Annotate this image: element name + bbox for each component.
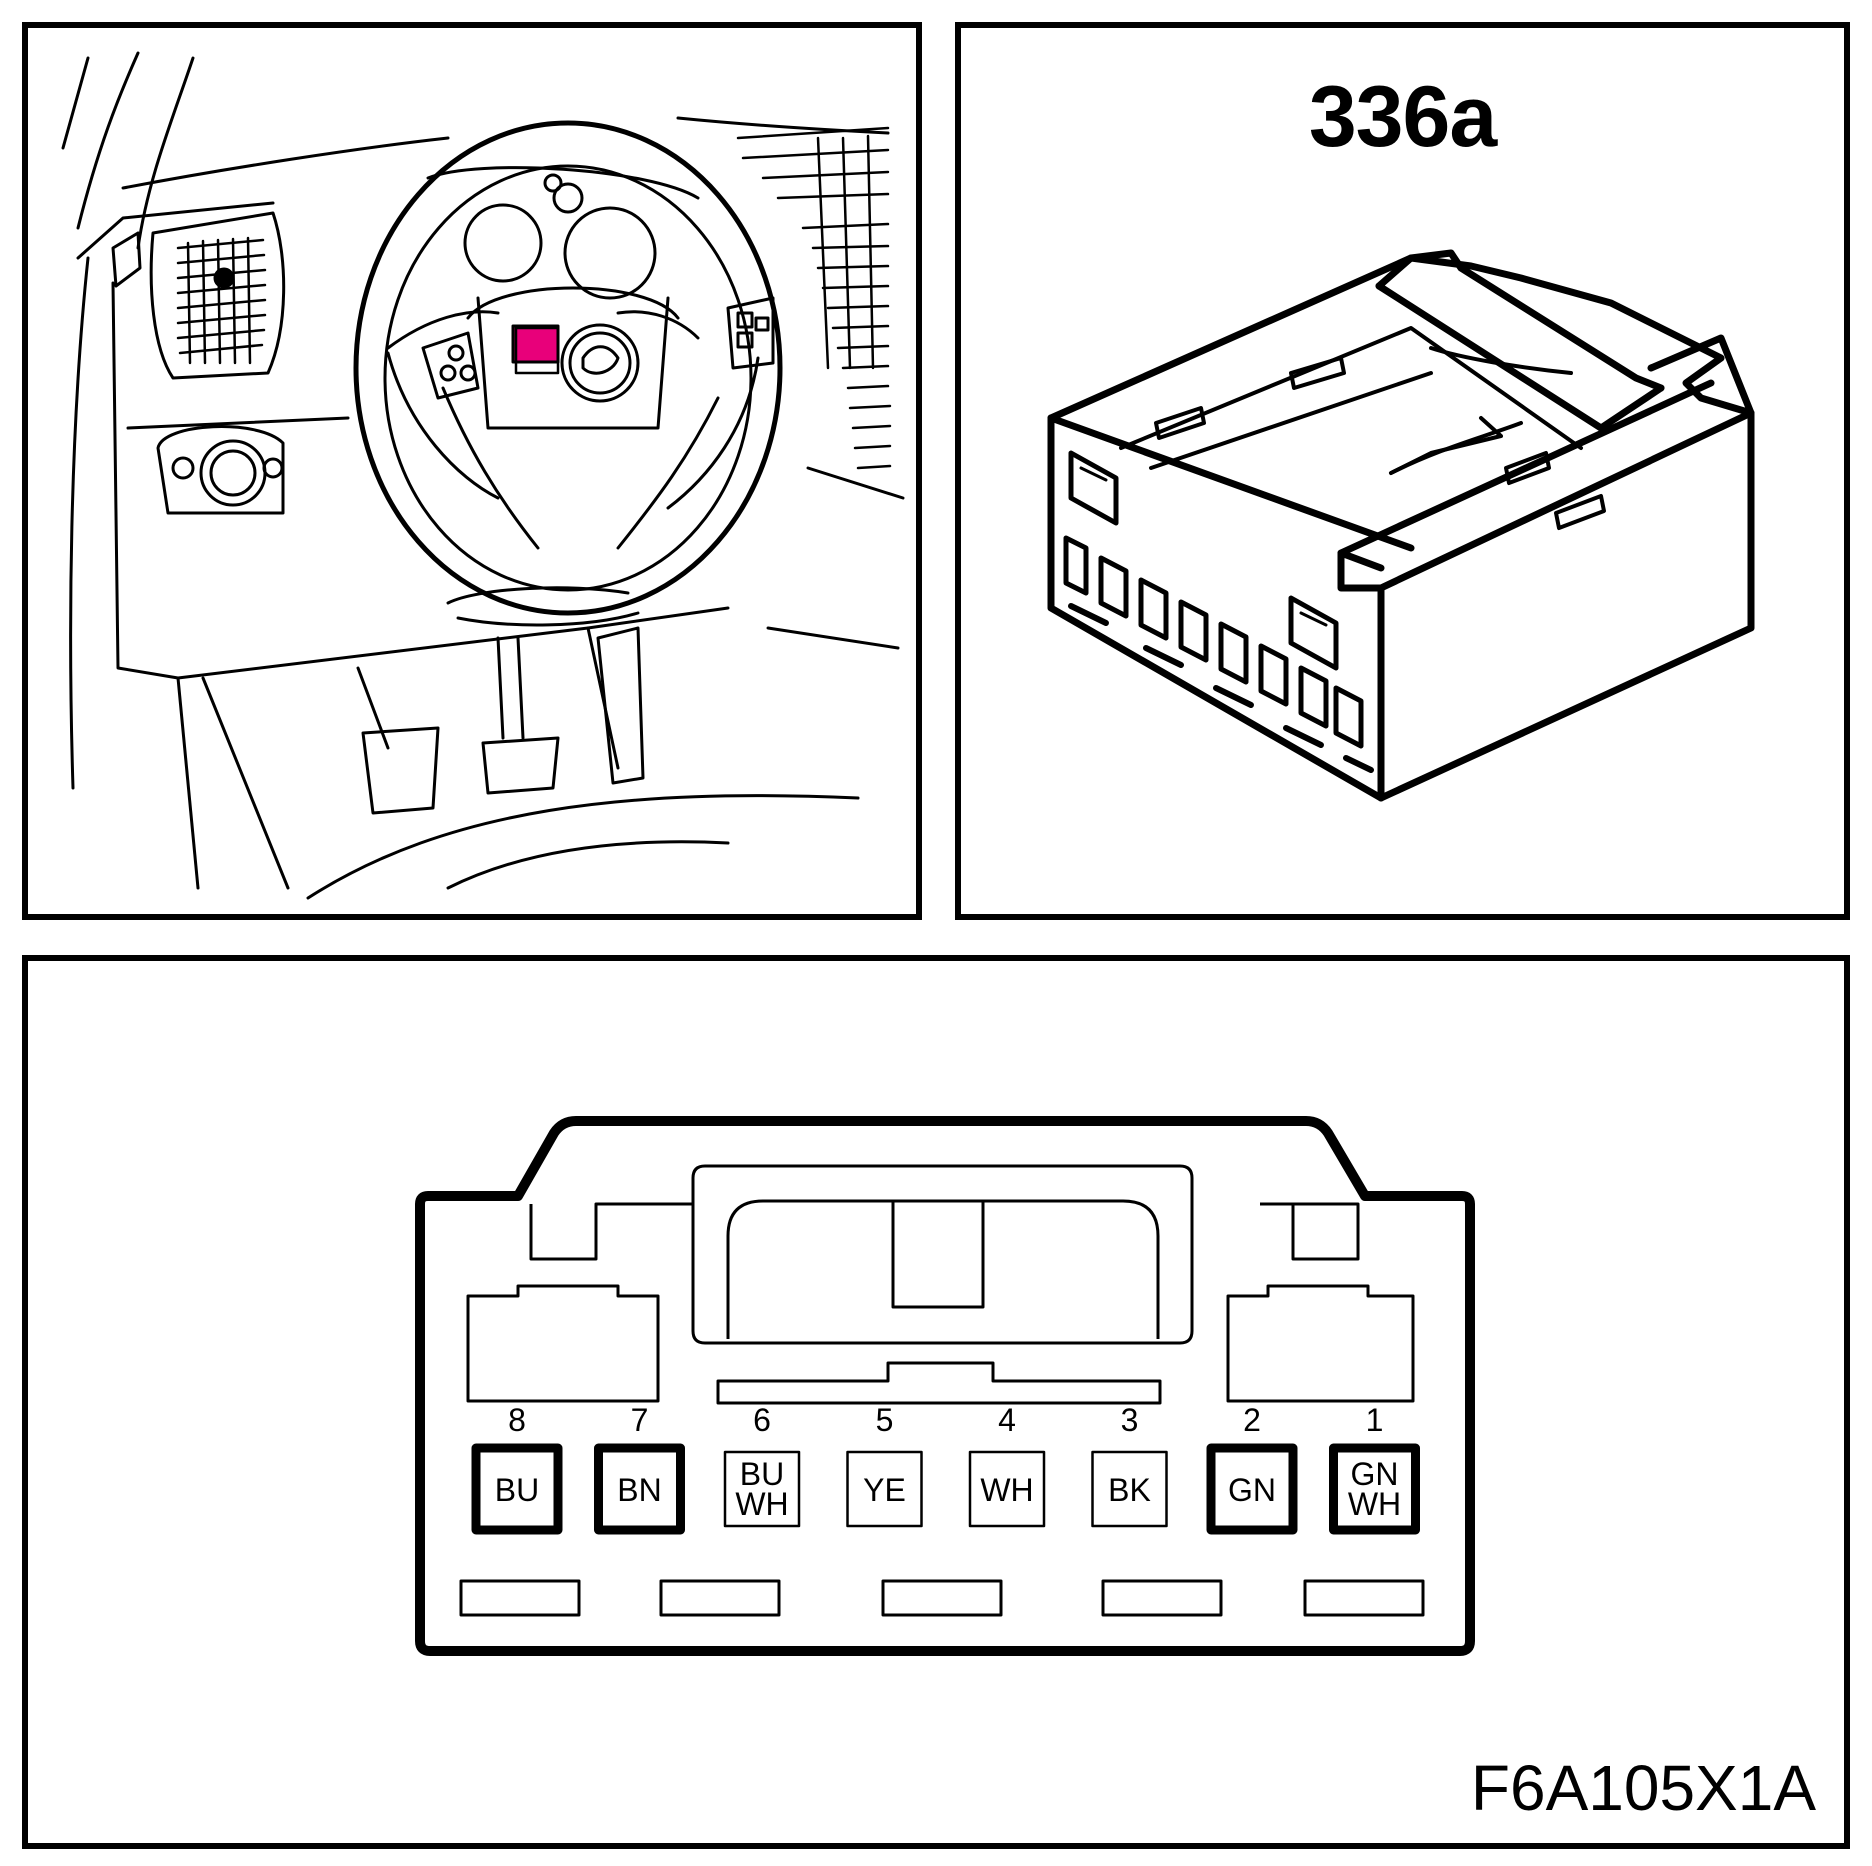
- pin-number: 5: [876, 1402, 894, 1438]
- pin-color-code: WH: [1348, 1486, 1401, 1522]
- pin-color-code: YE: [863, 1472, 906, 1508]
- pin-number: 8: [508, 1402, 526, 1438]
- pin-color-code: BN: [617, 1472, 661, 1508]
- pin-color-code: GN: [1228, 1472, 1276, 1508]
- pin-8: 8BU: [471, 1402, 563, 1535]
- pin-number: 2: [1243, 1402, 1261, 1438]
- dashboard-locator-drawing: [61, 51, 905, 900]
- pin-cavity: [1329, 1443, 1420, 1535]
- pin-number: 4: [998, 1402, 1016, 1438]
- pin-cavity: [471, 1443, 563, 1535]
- pin-cavity: [1091, 1450, 1168, 1528]
- pin-color-code: BK: [1108, 1472, 1151, 1508]
- pin-5: 5YE: [846, 1402, 923, 1528]
- pin-cavity: [968, 1450, 1046, 1528]
- pin-number: 1: [1366, 1402, 1384, 1438]
- pin-color-code: WH: [980, 1472, 1033, 1508]
- pin-color-code: BU: [495, 1472, 539, 1508]
- pin-number: 7: [631, 1402, 649, 1438]
- pin-cavity: [723, 1450, 801, 1528]
- pin-number: 6: [753, 1402, 771, 1438]
- pin-color-code: BU: [740, 1456, 784, 1492]
- pin-color-code: WH: [735, 1486, 788, 1522]
- pin-3: 3BK: [1091, 1402, 1168, 1528]
- figure-code: F6A105X1A: [1470, 1752, 1816, 1824]
- pin-cavity: [1206, 1443, 1298, 1535]
- pin-number: 3: [1121, 1402, 1139, 1438]
- pin-2: 2GN: [1206, 1402, 1298, 1535]
- connector-id: 336a: [1308, 69, 1497, 165]
- pin-7: 7BN: [594, 1402, 685, 1535]
- connector-location-marker: [511, 324, 560, 364]
- connector-3d-panel: 336a: [955, 22, 1850, 920]
- locator-panel: [22, 22, 922, 920]
- connector-3d-drawing: [1047, 249, 1755, 802]
- pin-4: 4WH: [968, 1402, 1046, 1528]
- pin-cavity: [594, 1443, 685, 1535]
- pin-color-code: GN: [1351, 1456, 1399, 1492]
- pin-cavity: [846, 1450, 923, 1528]
